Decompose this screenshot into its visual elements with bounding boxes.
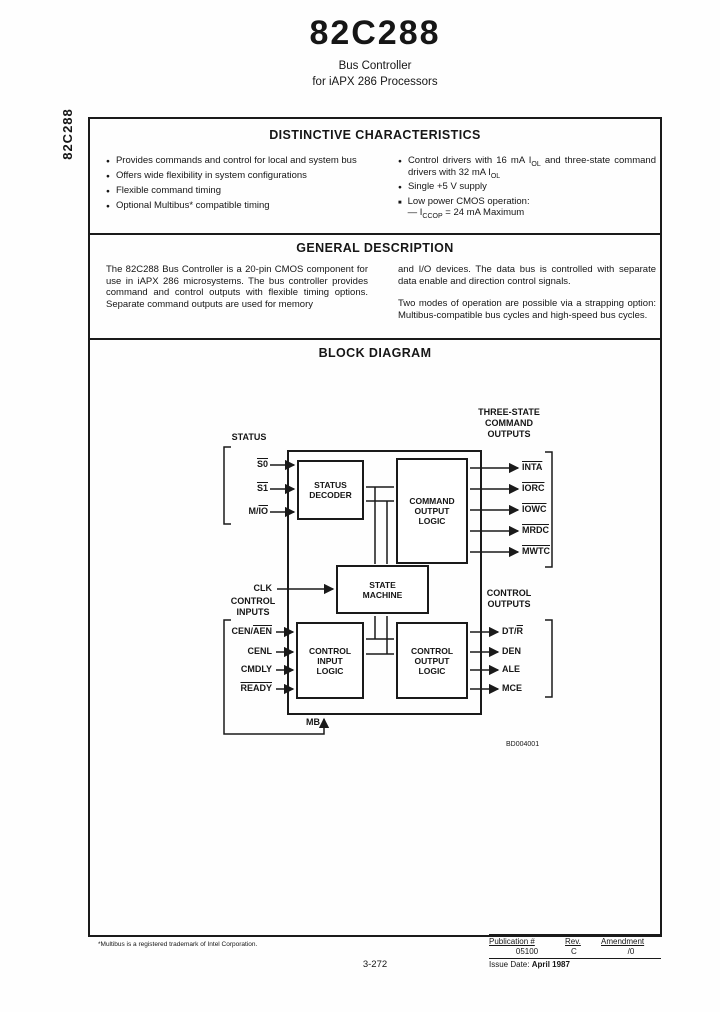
bullet-item: Provides commands and control for local … bbox=[106, 155, 368, 168]
status-label: STATUS bbox=[231, 432, 267, 442]
distinctive-left-column: Provides commands and control for local … bbox=[106, 155, 368, 215]
publication-header-row: Publication # Rev. Amendment bbox=[489, 937, 661, 946]
signal-ale: ALE bbox=[502, 664, 520, 674]
issue-date-label: Issue Date: bbox=[489, 960, 530, 969]
bullet-item: Single +5 V supply bbox=[398, 181, 656, 194]
page-subtitle-2: for iAPX 286 Processors bbox=[312, 76, 438, 88]
content-frame: DISTINCTIVE CHARACTERISTICS Provides com… bbox=[88, 117, 662, 937]
controller-outline-box bbox=[287, 450, 482, 715]
general-description-left: The 82C288 Bus Controller is a 20-pin CM… bbox=[106, 264, 368, 310]
diagram-connector-lines bbox=[223, 446, 553, 735]
distinctive-heading: DISTINCTIVE CHARACTERISTICS bbox=[269, 128, 481, 142]
bullet-text: Low power CMOS operation:— ICCOP = 24 mA… bbox=[407, 195, 530, 220]
section-divider bbox=[90, 233, 660, 235]
issue-date-row: Issue Date: April 1987 bbox=[489, 958, 661, 969]
amendment-value: /0 bbox=[627, 947, 635, 956]
rev-label: Rev. bbox=[565, 937, 581, 946]
amendment-label: Amendment bbox=[601, 937, 645, 946]
bullet-text: Single +5 V supply bbox=[407, 180, 487, 192]
rev-value: C bbox=[571, 947, 577, 956]
bullet-text: Provides commands and control for local … bbox=[115, 155, 357, 166]
signal-iorc: IORC bbox=[522, 483, 545, 493]
status-decoder-box: STATUS DECODER bbox=[297, 460, 364, 520]
page-title: 82C288 bbox=[309, 14, 441, 52]
paragraph: and I/O devices. The data bus is control… bbox=[398, 264, 656, 287]
publication-block: Publication # Rev. Amendment 05100 C /0 … bbox=[489, 934, 661, 969]
page-subtitle-1: Bus Controller bbox=[338, 60, 412, 72]
signal-cen-aen: CEN/AEN bbox=[231, 626, 272, 636]
control-output-logic-box: CONTROL OUTPUT LOGIC bbox=[396, 622, 468, 699]
publication-label: Publication # bbox=[489, 937, 535, 946]
signal-s0: S0 bbox=[256, 459, 268, 469]
signal-cmdly: CMDLY bbox=[240, 664, 272, 674]
signal-cenl: CENL bbox=[247, 646, 273, 656]
distinctive-right-column: Control drivers with 16 mA IOL and three… bbox=[398, 155, 656, 221]
signal-dtr: DT/R bbox=[502, 626, 523, 636]
page-number: 3-272 bbox=[362, 959, 388, 970]
signal-s1: S1 bbox=[256, 483, 268, 493]
control-input-logic-box: CONTROL INPUT LOGIC bbox=[296, 622, 364, 699]
signal-mce: MCE bbox=[502, 683, 522, 693]
bullet-item: Offers wide flexibility in system config… bbox=[106, 170, 368, 183]
publication-values-row: 05100 C /0 bbox=[489, 947, 661, 956]
paragraph: Two modes of operation are possible via … bbox=[398, 298, 656, 321]
state-machine-box: STATE MACHINE bbox=[336, 565, 429, 614]
bullet-item: Control drivers with 16 mA IOL and three… bbox=[398, 155, 656, 180]
bullet-item: Optional Multibus* compatible timing bbox=[106, 200, 368, 213]
general-description-heading: GENERAL DESCRIPTION bbox=[296, 241, 454, 255]
diagram-reference-code: BD004001 bbox=[506, 741, 540, 748]
three-state-command-outputs-label: THREE-STATE COMMAND OUTPUTS bbox=[478, 407, 540, 439]
control-outputs-label: CONTROL OUTPUTS bbox=[486, 588, 532, 609]
publication-value: 05100 bbox=[515, 947, 539, 956]
control-inputs-label: CONTROL INPUTS bbox=[230, 596, 276, 617]
trademark-footnote: *Multibus is a registered trademark of I… bbox=[98, 941, 258, 948]
bullet-text: Offers wide flexibility in system config… bbox=[115, 170, 307, 181]
bullet-text: Optional Multibus* compatible timing bbox=[115, 200, 270, 211]
signal-den: DEN bbox=[502, 646, 522, 656]
signal-mio: M/IO bbox=[248, 506, 268, 516]
signal-inta: INTA bbox=[522, 462, 543, 472]
bullet-text: Flexible command timing bbox=[115, 185, 222, 196]
bullet-item: Flexible command timing bbox=[106, 185, 368, 198]
bullet-text: Control drivers with 16 mA IOL and three… bbox=[407, 155, 656, 180]
bullet-item: Low power CMOS operation:— ICCOP = 24 mA… bbox=[398, 195, 656, 220]
signal-mrdc: MRDC bbox=[522, 525, 549, 535]
signal-mb: MB bbox=[306, 717, 320, 727]
side-tab-label: 82C288 bbox=[60, 108, 75, 160]
command-output-logic-box: COMMAND OUTPUT LOGIC bbox=[396, 458, 468, 564]
signal-clk: CLK bbox=[253, 583, 273, 593]
general-description-right: and I/O devices. The data bus is control… bbox=[398, 264, 656, 321]
section-divider bbox=[90, 338, 660, 340]
block-diagram-heading: BLOCK DIAGRAM bbox=[318, 346, 432, 360]
signal-mwtc: MWTC bbox=[522, 546, 550, 556]
issue-date-value: April 1987 bbox=[531, 960, 570, 969]
signal-iowc: IOWC bbox=[522, 504, 547, 514]
paragraph: The 82C288 Bus Controller is a 20-pin CM… bbox=[106, 264, 368, 310]
signal-ready: READY bbox=[240, 683, 272, 693]
